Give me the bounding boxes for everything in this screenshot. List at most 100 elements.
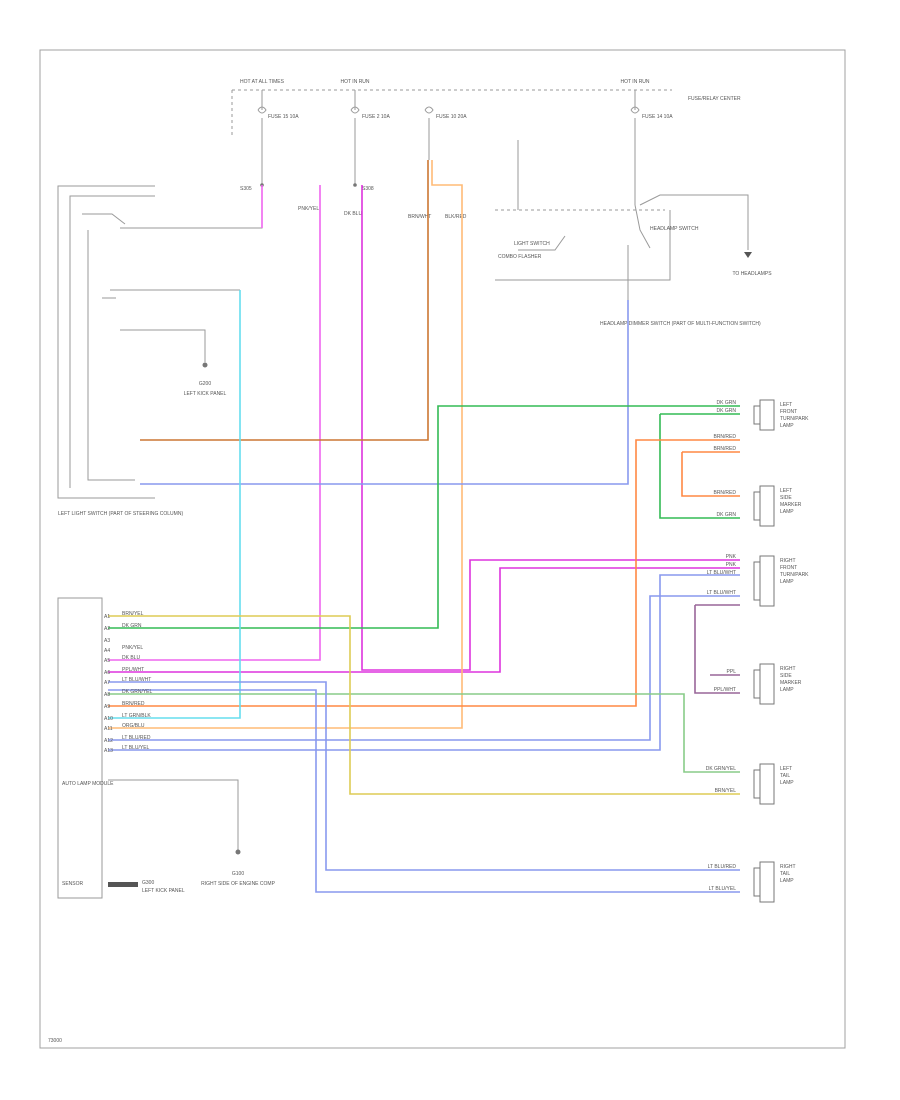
module-pin-wire: LT BLU/YEL — [122, 745, 150, 751]
module-pin-wire: LT BLU/RED — [122, 735, 151, 741]
right-wire-label: LT BLU/WHT — [707, 570, 736, 576]
module-ground: G100 — [232, 871, 244, 877]
relay-sub: LIGHT SWITCH — [514, 241, 550, 247]
wire-blue-dimmer — [140, 300, 629, 485]
wire-lightgreen — [108, 693, 740, 773]
wire-brownred-b — [681, 451, 740, 497]
module-pin-wire: BRN/RED — [122, 701, 145, 707]
wire-blue-a — [108, 595, 740, 741]
fuse-group: FUSE 15 10A FUSE 2 10A FUSE 10 20A FUSE … — [257, 90, 673, 205]
wire-blue-tail-a — [108, 681, 740, 871]
module-pin-number: A6 — [104, 670, 110, 676]
wire-purple — [694, 604, 740, 694]
relay-name: HEADLAMP SWITCH — [650, 226, 699, 232]
wire-cyan — [108, 290, 241, 719]
fuse-3-label: FUSE 10 20A — [436, 114, 467, 120]
right-wire-label: LT BLU/YEL — [709, 886, 737, 892]
lamp-connector-label: LAMP — [780, 509, 794, 515]
wire-magenta — [361, 185, 740, 671]
lamp-connector-label: TURN/PARK — [780, 416, 809, 422]
wire-green — [108, 405, 740, 629]
module-pin-number: A10 — [104, 716, 113, 722]
module-pin-wire: ORG/BLU — [122, 723, 145, 729]
module-pin-number: A9 — [104, 704, 110, 710]
right-wire-label: BRN/YEL — [715, 788, 737, 794]
lamp-connector-label: FRONT — [780, 565, 797, 571]
lamp-connector-plug — [753, 669, 761, 699]
right-wire-label: DK GRN — [717, 408, 737, 414]
lamp-connector — [759, 485, 775, 527]
power-source-mid: HOT IN RUN — [340, 79, 369, 85]
module-pin-wire: PPL/WHT — [122, 667, 144, 673]
lamp-connector-label: TAIL — [780, 773, 790, 779]
left-light-switch: G200 LEFT KICK PANEL LEFT LIGHT SWITCH (… — [57, 185, 263, 517]
module-pin-number: A13 — [104, 748, 113, 754]
lamp-connector-plug — [753, 491, 761, 521]
auto-lamp-module: AUTO LAMP MODULE SENSOR G300 LEFT KICK P… — [48, 597, 276, 1044]
module-pin-wire: DK GRN — [122, 623, 142, 629]
wire-pink-a — [108, 185, 321, 661]
module-pin-wire: LT BLU/WHT — [122, 677, 151, 683]
wire-a-label: PNK/YEL — [298, 206, 319, 212]
wire-lightorange — [108, 160, 463, 729]
lamp-connector — [759, 555, 775, 607]
module-name: AUTO LAMP MODULE — [62, 781, 114, 787]
footer-code: 73000 — [48, 1038, 62, 1044]
right-wire-label: DK GRN — [717, 512, 737, 518]
right-wire-label: DK GRN/YEL — [706, 766, 737, 772]
lamp-connector — [759, 763, 775, 805]
ground-top-label: G200 — [199, 381, 211, 387]
lamp-connector-label: FRONT — [780, 409, 797, 415]
fuse-4-label: FUSE 14 10A — [642, 114, 673, 120]
wire-c-label: BRN/WHT — [408, 214, 431, 220]
module-pin-wire: DK BLU — [122, 655, 140, 661]
left-switch-name: LEFT LIGHT SWITCH (PART OF STEERING COLU… — [58, 511, 183, 517]
lamp-connector-label: SIDE — [780, 495, 792, 501]
lamp-connector-label: LEFT — [780, 766, 792, 772]
lamp-connector — [759, 663, 775, 705]
upper-feed-wires: S305 S308 PNK/YEL DK BLU BRN/WHT BLK/RED — [240, 140, 467, 220]
module-pin-number: A1 — [104, 614, 110, 620]
right-ground-label: COMBO FLASHER — [498, 254, 542, 260]
wire-b-label: DK BLU — [344, 211, 362, 217]
lamp-connector-plug — [753, 561, 761, 601]
module-pin-number: A4 — [104, 648, 110, 654]
module-pin-number: A8 — [104, 692, 110, 698]
relay-pin-label: TO HEADLAMPS — [732, 271, 772, 277]
right-wire-label: DK GRN — [717, 400, 737, 406]
lamp-connector-label: RIGHT — [780, 666, 796, 672]
module-ground2-desc: LEFT KICK PANEL — [142, 888, 185, 894]
headlamp-switch-block: HEADLAMP SWITCH LIGHT SWITCH TO HEADLAMP… — [495, 140, 772, 327]
fuse-2-label: FUSE 2 10A — [362, 114, 390, 120]
right-wire-label: PNK — [726, 554, 737, 560]
module-ground2: G300 — [142, 880, 154, 886]
lamp-connector-label: LAMP — [780, 579, 794, 585]
lamp-connector-label: TURN/PARK — [780, 572, 809, 578]
module-pin-wire: PNK/YEL — [122, 645, 143, 651]
wire-magenta-2 — [108, 567, 740, 673]
wire-blue-b — [108, 574, 740, 751]
wire-green-b — [659, 413, 740, 519]
lamp-connector-plug — [753, 769, 761, 799]
lamp-connector-label: MARKER — [780, 502, 802, 508]
lamp-connector-plug — [753, 405, 761, 425]
wire-brownred — [108, 439, 740, 707]
lamp-connector — [759, 861, 775, 903]
lamp-connector-label: LEFT — [780, 488, 792, 494]
module-pin-number: A2 — [104, 626, 110, 632]
lamp-connector-label: RIGHT — [780, 558, 796, 564]
wire-d-label: BLK/RED — [445, 214, 467, 220]
right-wire-label: PPL — [727, 669, 737, 675]
module-pin-wire: BRN/YEL — [122, 611, 144, 617]
lamp-connector-label: LAMP — [780, 423, 794, 429]
lamp-connector-label: MARKER — [780, 680, 802, 686]
right-connectors: LEFTFRONTTURN/PARKLAMPLEFTSIDEMARKERLAMP… — [753, 399, 809, 903]
module-pin-number: A3 — [104, 638, 110, 644]
fuse-block-note: FUSE/RELAY CENTER — [688, 96, 741, 102]
lamp-connector-label: LEFT — [780, 402, 792, 408]
right-wire-label: LT BLU/WHT — [707, 590, 736, 596]
module-pin-number: A7 — [104, 680, 110, 686]
wire-brown — [140, 160, 429, 441]
